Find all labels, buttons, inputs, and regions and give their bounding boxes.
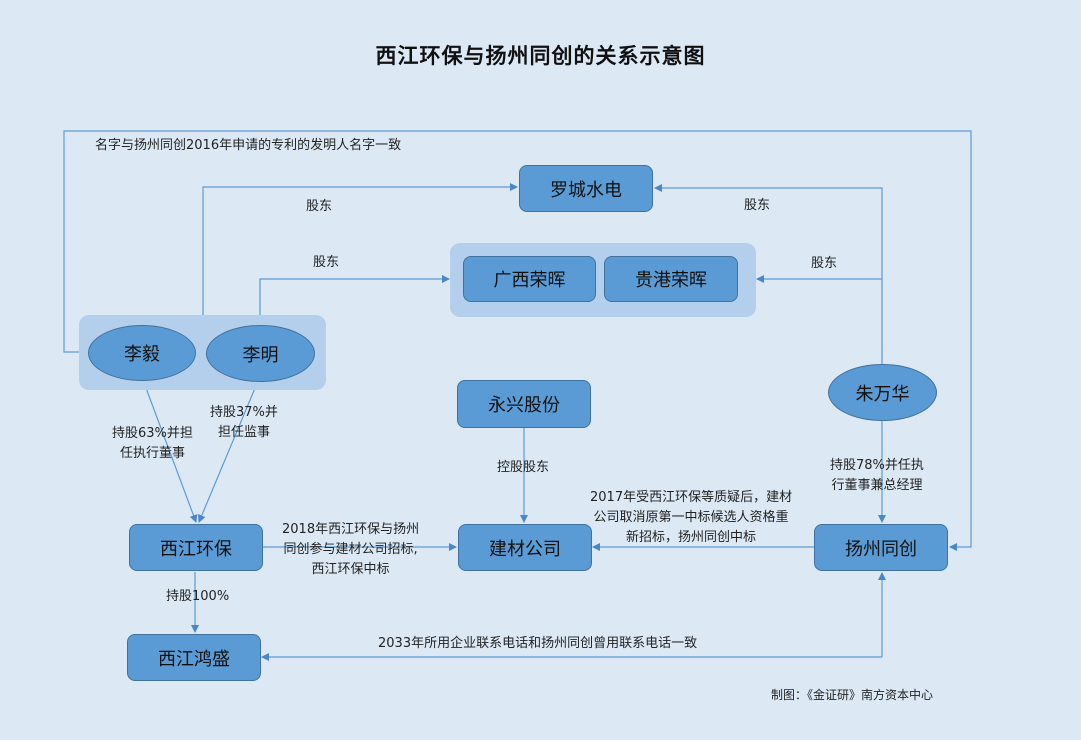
node-liyi: 李毅 — [88, 325, 196, 381]
node-hongsheng: 西江鸿盛 — [127, 634, 261, 681]
node-yongxing: 永兴股份 — [457, 380, 591, 428]
line-zhu-luocheng — [654, 184, 883, 364]
node-liming: 李明 — [206, 325, 315, 382]
line-liyi-xijiang — [142, 379, 198, 523]
node-guigang: 贵港荣晖 — [604, 256, 738, 302]
node-guangxi: 广西荣晖 — [463, 256, 596, 302]
label-bid-2018-line3: 西江环保中标 — [311, 562, 390, 577]
node-xijiang: 西江环保 — [129, 524, 263, 571]
node-yangzhou: 扬州同创 — [814, 524, 948, 571]
label-phone-same: 2033年所用企业联系电话和扬州同创曾用联系电话一致 — [378, 636, 698, 651]
label-bid-2017-line1: 2017年受西江环保等质疑后，建材 — [590, 490, 793, 505]
line-liyi-yangzhou — [63, 130, 972, 551]
label-bid-2017-line3: 新招标，扬州同创中标 — [626, 530, 757, 545]
label-zhu-hold-line1: 持股78%并任执 — [830, 458, 924, 473]
label-bid-2018-line1: 2018年西江环保与扬州 — [282, 522, 420, 537]
label-inventor-name: 名字与扬州同创2016年申请的专利的发明人名字一致 — [95, 138, 402, 153]
label-liming-hold-line2: 担任监事 — [217, 425, 270, 440]
label-shareholder-4: 股东 — [811, 256, 838, 271]
line-liming-xijiang — [198, 380, 259, 523]
label-shareholder-2: 股东 — [744, 198, 771, 213]
credit-text: 制图：《金证研》南方资本中心 — [770, 688, 933, 702]
label-liyi-hold-line2: 任执行董事 — [119, 446, 185, 461]
label-liming-hold: 持股37%并 担任监事 — [210, 403, 278, 443]
label-shareholder-1: 股东 — [306, 199, 333, 214]
label-bid-2017: 2017年受西江环保等质疑后，建材 公司取消原第一中标候选人资格重 新招标，扬州… — [590, 488, 792, 548]
label-liyi-hold-line1: 持股63%并担 — [112, 426, 193, 441]
label-zhu-hold-line2: 行董事兼总经理 — [831, 478, 923, 493]
label-holding-share: 控股股东 — [497, 460, 550, 475]
label-bid-2017-line2: 公司取消原第一中标候选人资格重 — [593, 510, 789, 525]
label-zhu-hold: 持股78%并任执 行董事兼总经理 — [830, 456, 924, 496]
node-jiancai: 建材公司 — [458, 524, 592, 571]
label-liyi-hold: 持股63%并担 任执行董事 — [112, 424, 193, 464]
label-shareholder-3: 股东 — [313, 255, 340, 270]
line-liyi-luocheng — [202, 183, 518, 316]
label-liming-hold-line1: 持股37%并 — [210, 405, 278, 420]
node-zhuwanhua: 朱万华 — [828, 364, 937, 421]
diagram-title: 西江环保与扬州同创的关系示意图 — [375, 44, 706, 68]
label-bid-2018: 2018年西江环保与扬州 同创参与建材公司招标, 西江环保中标 — [282, 520, 419, 580]
line-liming-guangxi — [259, 275, 450, 326]
label-hold-100: 持股100% — [166, 589, 230, 604]
node-luocheng: 罗城水电 — [519, 165, 653, 212]
label-bid-2018-line2: 同创参与建材公司招标, — [283, 542, 418, 557]
